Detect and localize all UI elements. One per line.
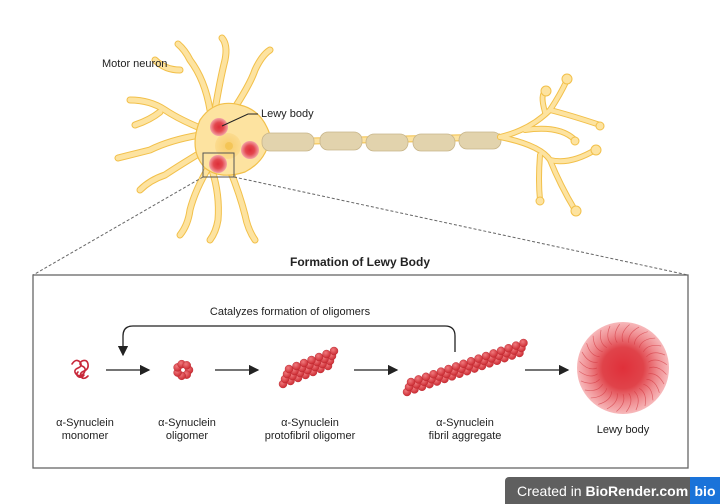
stage-label-line1: α-Synuclein: [281, 417, 339, 429]
lewy-body-marker: [210, 118, 228, 136]
axon-terminal: [497, 73, 605, 217]
lewy-filament: [590, 388, 608, 399]
protein-bead: [307, 355, 316, 365]
lewy-filament: [625, 393, 632, 413]
protein-bead: [466, 357, 476, 366]
lewy-body-callout-label: Lewy body: [261, 108, 314, 120]
protein-bead: [504, 344, 513, 353]
protein-bead: [489, 349, 498, 358]
protein-bead: [436, 367, 446, 376]
lewy-filament: [581, 351, 598, 363]
feedback-label: Catalyzes formation of oligomers: [209, 306, 371, 318]
lewy-filament: [580, 379, 600, 384]
monomer-icon: [71, 359, 89, 380]
protein-bead: [429, 370, 438, 379]
lewy-filament: [648, 373, 665, 385]
lewy-filament: [614, 323, 621, 343]
protein-bead: [406, 377, 416, 387]
formation-title: Formation of Lewy Body: [289, 255, 430, 269]
protein-bead: [459, 359, 468, 368]
protein-bead: [414, 375, 423, 384]
protein-bead: [511, 341, 521, 350]
lewy-filament: [628, 326, 640, 343]
zoom-dashed-line-right: [233, 176, 689, 276]
lewy-filament: [638, 337, 656, 348]
lewy-filament: [606, 393, 618, 410]
protein-bead: [182, 361, 191, 370]
biorender-badge[interactable]: Created in BioRender.com bio: [505, 477, 720, 504]
protein-bead: [284, 364, 294, 374]
lewy-filament: [616, 393, 625, 412]
protein-bead: [444, 364, 453, 374]
lewy-filament: [607, 325, 612, 345]
lewy-body-callout-line: [221, 113, 258, 127]
neuron-nucleolus: [225, 142, 233, 150]
protein-bead: [451, 362, 461, 371]
lewy-filament: [579, 361, 598, 370]
badge-brand: BioRender.com: [585, 482, 689, 499]
stage-label-fibril: α-Synuclein fibril aggregate: [410, 417, 520, 443]
protein-bead: [519, 338, 528, 348]
neuron-title: Motor neuron: [102, 58, 168, 70]
lewy-filament: [633, 331, 648, 345]
lewy-filament: [598, 391, 613, 405]
stage-label-oligomer: α-Synuclein oligomer: [142, 417, 232, 443]
lewy-filament: [578, 370, 598, 377]
myelin-sheath: [412, 133, 456, 152]
stage-label-line2: fibril aggregate: [428, 430, 502, 442]
lewy-body-icon: [577, 322, 669, 414]
lewy-filament: [643, 345, 662, 352]
lewy-filament: [643, 383, 654, 401]
biorender-logo-icon: bio: [690, 477, 720, 504]
lewy-body-marker: [241, 141, 259, 159]
myelin-sheath: [261, 132, 315, 152]
protein-bead: [474, 354, 483, 363]
lewy-filament: [639, 388, 646, 407]
stage-label-line1: α-Synuclein: [436, 417, 494, 429]
lewy-filament: [646, 352, 666, 357]
lewy-filament: [584, 384, 603, 391]
lewy-filament: [648, 359, 668, 366]
protein-bead: [481, 351, 491, 361]
myelin-sheaths: [261, 131, 502, 152]
lewy-filament: [646, 378, 660, 393]
stage-label-line2: oligomer: [165, 430, 209, 442]
stage-label-protofibril: α-Synuclein protofibril oligomer: [250, 417, 370, 443]
stage-label-monomer: α-Synuclein monomer: [40, 417, 130, 443]
stage-label-line2: monomer: [61, 430, 109, 442]
protofibril-icon: [278, 346, 339, 389]
protein-bead: [322, 349, 331, 359]
protein-bead: [496, 346, 506, 355]
zoom-dashed-line-left: [32, 176, 204, 276]
oligomer-icon: [173, 359, 194, 381]
myelin-sheath: [458, 131, 502, 150]
myelin-sheath: [365, 133, 409, 152]
lewy-filament: [592, 335, 603, 353]
neuron-dendrites: [114, 34, 274, 244]
stage-label-line1: α-Synuclein: [56, 417, 114, 429]
protein-bead: [421, 372, 431, 381]
lewy-filament: [621, 324, 630, 343]
fibril-aggregate-icon: [402, 338, 528, 397]
myelin-sheath: [319, 131, 363, 151]
stage-label-line2: protofibril oligomer: [264, 430, 356, 442]
badge-text: Created in BioRender.com: [505, 483, 690, 499]
lewy-filament: [634, 391, 639, 411]
lewy-filament: [600, 329, 607, 348]
lewy-body-marker: [209, 155, 227, 173]
feedback-arrow: [117, 325, 456, 357]
protein-bead: [292, 361, 301, 371]
stage-label-line1: α-Synuclein: [158, 417, 216, 429]
stage-label-lewy-body: Lewy body: [596, 424, 650, 436]
lewy-filament: [586, 343, 600, 358]
protein-bead: [329, 346, 339, 356]
protein-bead: [299, 358, 309, 368]
protein-bead: [314, 352, 324, 362]
zoom-region-box: [202, 152, 235, 178]
badge-prefix: Created in: [517, 482, 586, 499]
lewy-filament: [648, 366, 667, 375]
